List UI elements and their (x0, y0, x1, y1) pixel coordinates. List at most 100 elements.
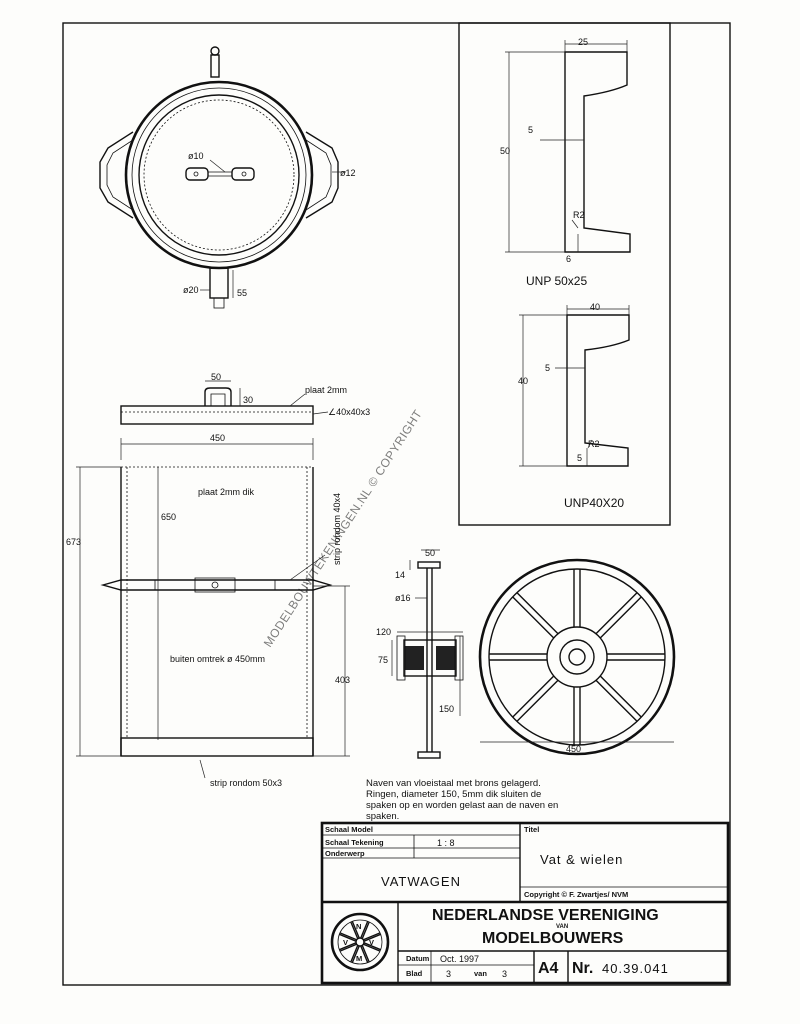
titel-value: Vat & wielen (540, 852, 623, 867)
unp50-profile: 25 50 5 R2 6 UNP 50x25 (500, 37, 631, 288)
axle-hub-width-label: 120 (376, 627, 391, 637)
spoke-line (363, 943, 381, 952)
note-line-4: spaken. (366, 811, 399, 822)
nvm-logo: N V V M (330, 912, 390, 972)
axle-ring-label: 150 (439, 704, 454, 714)
unp50-flange-label: 6 (566, 254, 571, 264)
logo-letter-m: M (356, 954, 362, 963)
profile-box (458, 22, 671, 526)
datum-label: Datum (406, 954, 430, 963)
barrel-plate-label: plaat 2mm dik (198, 487, 255, 497)
spoke-line (351, 945, 360, 963)
onderwerp-value: VATWAGEN (381, 874, 461, 889)
onderwerp-label: Onderwerp (325, 849, 365, 858)
spoke-line (339, 933, 357, 942)
spoke-line (361, 921, 370, 939)
hole-label: ø10 (188, 151, 204, 161)
nr-value: 40.39.041 (602, 961, 669, 976)
blad-label: Blad (406, 969, 423, 978)
van-value: 3 (502, 969, 507, 979)
spoke-line (351, 921, 360, 939)
axle-top-width-label: 50 (425, 548, 435, 558)
barrel-rim (124, 80, 314, 270)
lid-view: 50 30 plaat 2mm ∠40x40x3 (120, 372, 370, 425)
spoke-line (363, 942, 381, 951)
spoke-line (516, 679, 559, 722)
schaal-tekening-value: 1 : 8 (437, 838, 455, 848)
lid-handle-width-label: 50 (211, 372, 221, 382)
spoke-line (363, 932, 381, 941)
unp40-profile: 40 40 5 R2 5 UNP40X20 (518, 302, 630, 510)
wheel-view: 450 (478, 558, 676, 756)
logo-letter-v-left: V (343, 938, 348, 947)
spoke-line (599, 596, 642, 639)
org-line-1: NEDERLANDSE VERENIGING (432, 907, 659, 924)
unp50-width-label: 25 (578, 37, 588, 47)
note-line-1: Naven van vloeistaal met brons gelagerd. (366, 778, 541, 789)
wheel-tyre (478, 558, 676, 756)
org-line-3: MODELBOUWERS (482, 930, 624, 947)
blad-value: 3 (446, 969, 451, 979)
schaal-tekening-label: Schaal Tekening (325, 838, 384, 847)
unp40-web-label: 5 (545, 363, 550, 373)
wheel-hub (546, 626, 608, 688)
strip-top-label: strip rondom 40x4 (332, 493, 342, 565)
left-handle (99, 131, 134, 219)
barrel-inner-height-label: 650 (161, 512, 176, 522)
logo-letter-n: N (356, 922, 361, 931)
unp50-radius-label: R2 (573, 210, 585, 220)
axle-collar-label: 14 (395, 570, 405, 580)
axle-hub-height-label: 75 (378, 655, 388, 665)
logo-letter-v-right: V (369, 938, 374, 947)
spoke-line (512, 675, 555, 718)
title-block: Schaal Model Schaal Tekening 1 : 8 Onder… (320, 821, 730, 985)
format-value: A4 (538, 960, 559, 977)
handle-dia-label: ø12 (340, 168, 356, 178)
lid-handle-height-label: 30 (243, 395, 253, 405)
spoke-line (339, 943, 357, 952)
unp40-width-label: 40 (590, 302, 600, 312)
construction-note: Naven van vloeistaal met brons gelagerd.… (366, 778, 558, 822)
unp40-caption: UNP40X20 (564, 496, 624, 510)
barrel-height-label: 673 (66, 537, 81, 547)
schaal-model-label: Schaal Model (325, 825, 373, 834)
note-line-2: Ringen, diameter 150, 5mm dik sluiten de (366, 789, 541, 800)
barrel-width-label: 450 (210, 433, 225, 443)
datum-value: Oct. 1997 (440, 954, 479, 964)
copyright-text: Copyright © F. Zwartjes/ NVM (524, 890, 628, 899)
drawing-frame (62, 22, 731, 986)
bung-height-label: 55 (237, 288, 247, 298)
nr-label: Nr. (572, 960, 593, 977)
unp40-flange-label: 5 (577, 453, 582, 463)
spoke-line (361, 945, 370, 963)
axle-shaft-label: ø16 (395, 593, 411, 603)
right-handle (305, 131, 339, 219)
spoke-line (516, 592, 559, 635)
unp40-height-label: 40 (518, 376, 528, 386)
top-view: ø10 ø12 ø20 55 (99, 46, 356, 309)
spoke-line (595, 679, 638, 722)
bung-dia-label: ø20 (183, 285, 199, 295)
strip-bottom-label: strip rondom 50x3 (210, 778, 282, 788)
spoke-line (595, 592, 638, 635)
barrel-outer-label: buiten omtrek ø 450mm (170, 654, 265, 664)
spoke-line (350, 921, 359, 939)
copyright-watermark: MODELBOUWTEKENINGEN.NL © COPYRIGHT (261, 407, 425, 650)
spoke-line (339, 942, 357, 951)
barrel-side-view: 450 673 650 403 plaat 2mm dik buiten omt… (66, 433, 350, 788)
note-line-3: spaken op en worden gelast aan de naven … (366, 800, 558, 811)
barrel-lower-height-label: 403 (335, 675, 350, 685)
spoke-line (350, 945, 359, 963)
spoke-line (339, 932, 357, 941)
lid-angle-label: ∠40x40x3 (328, 407, 370, 417)
wheel-diameter-label: 450 (566, 744, 581, 754)
spoke-line (512, 596, 555, 639)
unp50-web-label: 5 (528, 125, 533, 135)
spoke-line (360, 945, 369, 963)
unp50-height-label: 50 (500, 146, 510, 156)
org-line-2: VAN (556, 924, 568, 930)
lid-plate-label: plaat 2mm (305, 385, 347, 395)
axle-view: 50 14 ø16 120 75 150 (376, 548, 464, 759)
wheel-spokes (489, 569, 665, 745)
